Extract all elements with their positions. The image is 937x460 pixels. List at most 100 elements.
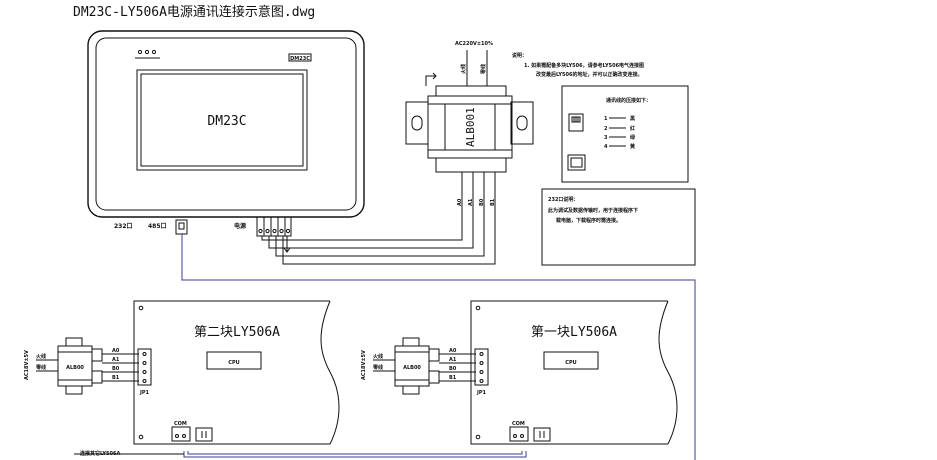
mount-hole — [138, 434, 144, 440]
power-port-label: 电源 — [234, 222, 246, 230]
pinout-num: 1 — [604, 116, 608, 122]
small-transformer-bottom — [65, 385, 83, 395]
pinout-color: 绿 — [630, 134, 636, 141]
small-transformer-top — [402, 337, 420, 347]
board-live-label: 火线 — [36, 353, 46, 360]
notes-main: 说明： 1. 如果需配备多块LY506，请参考LY506电气连接图 改变最后LY… — [512, 52, 644, 78]
hmi-brand-label: DM23C — [290, 56, 310, 62]
hmi-indicator-led — [137, 49, 143, 55]
pinout-title: 通讯线的压接如下： — [606, 97, 651, 104]
cpu-label: CPU — [228, 360, 239, 366]
board-neutral-label: 零线 — [373, 364, 383, 371]
pinout-color: 红 — [630, 125, 635, 132]
hmi-screen-inner — [140, 73, 304, 167]
board-supply-label: AC18V±5V — [361, 350, 367, 380]
port-485-connector — [175, 219, 188, 235]
small-transformer-label: ALB00 — [66, 365, 84, 371]
transformer-out-b0: B0 — [479, 198, 485, 206]
term-a0: A0 — [449, 348, 457, 354]
pinout-color: 黄 — [630, 143, 635, 150]
ground-arrow-head — [432, 72, 437, 80]
small-transformer-bottom — [402, 385, 420, 395]
board-second: 第二块LY506A CPU JP1 COM AC18V±5V 火线 零线 ALB… — [24, 300, 340, 445]
rj11-plug-icon — [568, 113, 584, 132]
board-name: 第一块LY506A — [531, 325, 617, 340]
notes-main-line1: 1. 如果需配备多块LY506，请参考LY506电气连接图 — [524, 62, 644, 69]
transformer-supply-label: AC220V±10% — [455, 41, 493, 47]
mount-hole — [475, 305, 481, 311]
transformer-out-a0: A0 — [457, 198, 463, 206]
term-a1: A1 — [112, 357, 120, 363]
cpu-label: CPU — [565, 360, 576, 366]
jp1-connector — [474, 348, 489, 386]
pinout-color: 黑 — [630, 115, 635, 122]
hmi-outer-bezel — [87, 30, 365, 218]
term-b0: B0 — [449, 366, 457, 372]
hmi-brand-plate — [288, 53, 312, 62]
board-break-line — [320, 300, 340, 445]
port-485-label: 485口 — [148, 223, 167, 230]
notes-main-line2: 改变最后LY506的地址，并可以正确改变连接。 — [536, 71, 642, 78]
board-live-label: 火线 — [373, 353, 383, 360]
board-neutral-label: 零线 — [36, 364, 46, 371]
port232-note-line1: 此为调试及数据传输时，用于连接程序下 — [548, 207, 638, 214]
power-wires — [261, 172, 496, 265]
cpu-chip — [206, 351, 262, 370]
term-a1: A1 — [449, 357, 457, 363]
transformer-out-a1: A1 — [468, 198, 474, 206]
transformer-top-cap — [435, 85, 507, 97]
transformer-model-label: ALB001 — [464, 107, 477, 147]
port232-note-line2: 载电脑，下载程序时需连接。 — [556, 217, 621, 224]
com-label: COM — [174, 421, 187, 427]
term-b1: B1 — [449, 375, 457, 381]
board-first: 第一块LY506A CPU JP1 COM AC18V±5V 火线 零线 ALB… — [361, 300, 678, 445]
rj11-socket-icon — [567, 154, 586, 171]
pinout-num: 4 — [604, 144, 608, 150]
supply-live-label: 火线 — [460, 64, 467, 74]
hmi-inner-bezel — [95, 37, 357, 211]
ground-arrow — [425, 75, 436, 86]
hmi-screen-outer — [136, 69, 308, 171]
jp1-connector — [137, 348, 152, 386]
port232-note-box: 232口说明： 此为调试及数据传输时，用于连接程序下 载电脑，下载程序时需连接。 — [541, 188, 696, 266]
power-terminal-block — [256, 216, 292, 237]
small-transformer-top — [65, 337, 83, 347]
com-connector — [171, 426, 191, 442]
hmi-model-label: DM23C — [207, 114, 246, 129]
cpu-chip — [543, 351, 599, 370]
transformer-alb001: AC220V±10% 火线 零线 ALB001 A0 A1 B0 B1 — [405, 41, 534, 206]
com-connector — [509, 426, 529, 442]
jp1-label: JP1 — [139, 390, 150, 396]
board-outline — [133, 300, 330, 445]
transformer-right-bracket — [510, 101, 534, 145]
transformer-bottom-cap — [435, 157, 507, 173]
notes-main-title: 说明： — [512, 52, 527, 59]
diagram-title: DM23C-LY506A电源通讯连接示意图.dwg — [73, 4, 315, 20]
transformer-out-b1: B1 — [490, 198, 496, 206]
aux-connector — [195, 427, 213, 442]
transformer-right-slot — [516, 115, 528, 131]
bottom-note: 连接其它LY506A — [80, 450, 120, 457]
hmi-indicator-led — [144, 49, 150, 55]
hmi-indicator-led — [151, 49, 157, 55]
jp1-label: JP1 — [476, 390, 487, 396]
port-485-connector-pin — [178, 222, 185, 230]
board-name: 第二块LY506A — [194, 325, 280, 340]
pinout-box: 通讯线的压接如下： 1 黑 2 红 3 绿 4 黄 — [561, 85, 689, 183]
rs485-bus — [74, 234, 696, 460]
port-232-label: 232口 — [114, 223, 133, 230]
term-a0: A0 — [112, 348, 120, 354]
com-label: COM — [512, 421, 525, 427]
aux-connector — [533, 427, 551, 442]
pinout-num: 2 — [604, 126, 608, 132]
transformer-left-slot — [411, 115, 423, 131]
hmi-panel: DM23C DM23C — [87, 30, 365, 218]
transformer-left-bracket — [405, 101, 429, 145]
board-supply-label: AC18V±5V — [24, 350, 30, 380]
term-b1: B1 — [112, 375, 120, 381]
supply-neutral-label: 零线 — [480, 64, 487, 74]
term-b0: B0 — [112, 366, 120, 372]
mount-hole — [138, 305, 144, 311]
mount-hole — [475, 434, 481, 440]
